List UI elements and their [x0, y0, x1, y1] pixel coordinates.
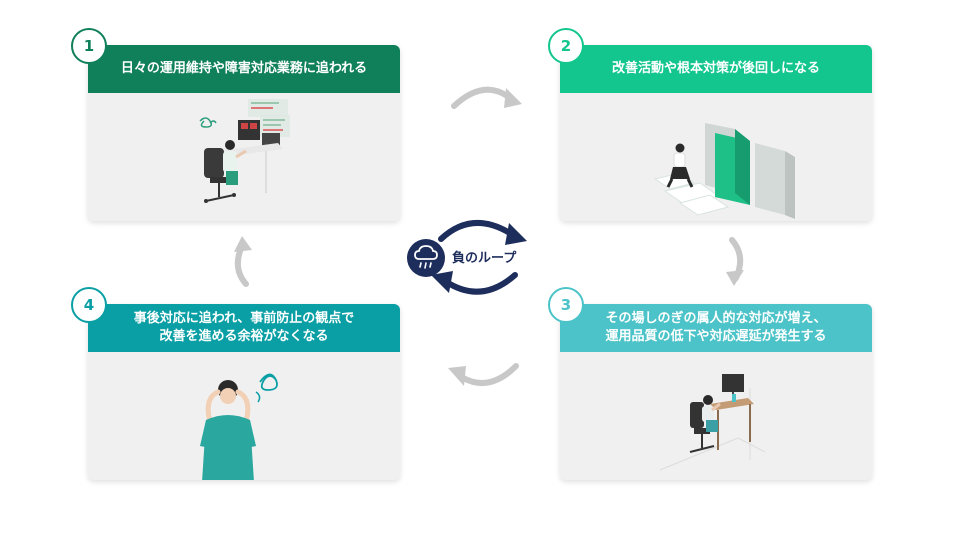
step-4-title-line-1: 事後対応に追われ、事前防止の観点で: [133, 311, 355, 326]
step-2-number: 2: [560, 37, 572, 55]
flow-arrow-3-to-4: [448, 363, 519, 386]
step-2-illustration: [560, 93, 872, 221]
step-1-illustration: [88, 93, 400, 221]
step-card-4: 事後対応に追われ、事前防止の観点で 改善を進める余裕がなくなる: [88, 304, 400, 480]
step-4-illustration: [88, 352, 400, 480]
step-card-1: 日々の運用維持や障害対応業務に追われる: [88, 45, 400, 221]
step-4-number: 4: [83, 296, 95, 314]
step-3-title-line-2: 運用品質の低下や対応遅延が発生する: [605, 329, 827, 344]
step-4-badge: 4: [71, 287, 107, 323]
step-1-header: 日々の運用維持や障害対応業務に追われる: [88, 45, 400, 93]
cloud-rain-icon: [407, 239, 445, 277]
step-card-3: その場しのぎの属人的な対応が増え、 運用品質の低下や対応遅延が発生する: [560, 304, 872, 480]
step-1-badge: 1: [71, 28, 107, 64]
step-1-title-line-1: 日々の運用維持や障害対応業務に追われる: [120, 61, 368, 76]
flow-arrow-2-to-3: [726, 237, 744, 286]
center-loop-label: 負のループ: [452, 251, 517, 266]
step-2-title-line-1: 改善活動や根本対策が後回しになる: [611, 61, 820, 76]
step-2-badge: 2: [548, 28, 584, 64]
step-3-title-line-1: その場しのぎの属人的な対応が増え、: [605, 311, 827, 326]
step-3-illustration: [560, 352, 872, 480]
step-2-header: 改善活動や根本対策が後回しになる: [560, 45, 872, 93]
flow-arrow-1-to-2: [451, 86, 522, 109]
step-card-2: 改善活動や根本対策が後回しになる: [560, 45, 872, 221]
flow-arrow-4-to-1: [234, 236, 252, 287]
center-loop-arrows: [431, 220, 527, 295]
step-1-number: 1: [83, 37, 95, 55]
step-3-number: 3: [560, 296, 572, 314]
step-4-header: 事後対応に追われ、事前防止の観点で 改善を進める余裕がなくなる: [88, 304, 400, 352]
step-3-header: その場しのぎの属人的な対応が増え、 運用品質の低下や対応遅延が発生する: [560, 304, 872, 352]
step-3-badge: 3: [548, 287, 584, 323]
step-4-title-line-2: 改善を進める余裕がなくなる: [159, 329, 329, 344]
